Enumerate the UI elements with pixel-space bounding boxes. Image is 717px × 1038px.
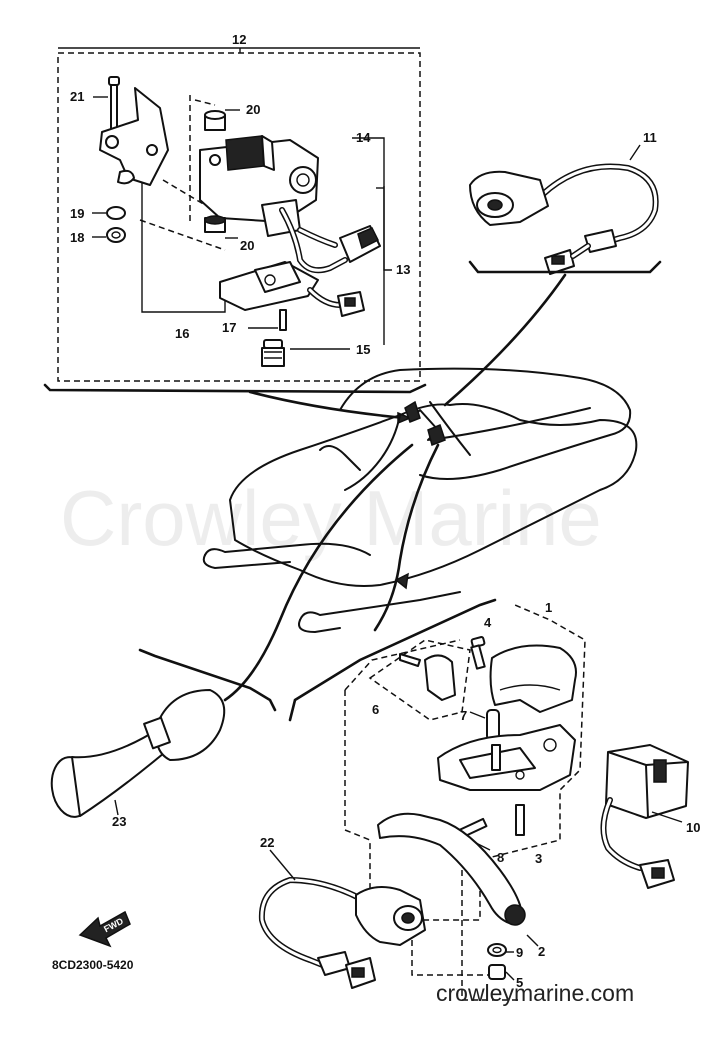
mount-bracket — [99, 87, 169, 186]
callout-17: 17 — [222, 320, 236, 335]
snowmobile — [202, 367, 638, 633]
callout-2: 2 — [538, 944, 545, 959]
nut-18 — [106, 227, 126, 243]
forward-arrow-icon: FWD — [78, 910, 131, 948]
switch-10 — [600, 744, 689, 889]
callout-15: 15 — [356, 342, 370, 357]
callout-12: 12 — [232, 32, 246, 47]
callout-8: 8 — [497, 850, 504, 865]
callout-14: 14 — [356, 130, 371, 145]
website-label: crowleymarine.com — [436, 980, 634, 1006]
callout-9: 9 — [516, 945, 523, 960]
washer-19 — [106, 206, 126, 220]
inset-switch-11 — [443, 144, 662, 407]
callout-4: 4 — [484, 615, 492, 630]
callout-13: 13 — [396, 262, 410, 277]
grommet-20-top — [204, 109, 240, 131]
throttle-lever-assembly — [344, 604, 586, 1001]
callout-20-bottom: 20 — [240, 238, 254, 253]
base-plate-16 — [219, 261, 319, 311]
diagram-code: 8CD2300-5420 — [52, 958, 134, 972]
watermark: Crowley Marine — [60, 474, 602, 562]
bolt-15 — [261, 339, 350, 367]
callout-7: 7 — [460, 708, 467, 723]
relay-14 — [199, 135, 319, 237]
grommet-20-bottom — [204, 215, 238, 239]
callout-labels: 12 21 20 14 11 19 18 20 13 16 17 15 1 4 … — [70, 32, 700, 990]
horn-23 — [50, 689, 226, 818]
connector-13 — [339, 225, 381, 263]
callout-3: 3 — [535, 851, 542, 866]
callout-21: 21 — [70, 89, 84, 104]
screw-17 — [248, 309, 287, 331]
leader-lever — [373, 443, 440, 632]
callout-11: 11 — [643, 130, 657, 145]
lever-group-bracket — [288, 598, 497, 722]
callout-6: 6 — [372, 702, 379, 717]
throttle-switch-22 — [258, 849, 426, 989]
callout-23: 23 — [112, 814, 126, 829]
callout-10: 10 — [686, 820, 700, 835]
callout-18: 18 — [70, 230, 84, 245]
connector-small — [337, 291, 365, 317]
inset-12-pointer-base — [43, 383, 427, 394]
callout-16: 16 — [175, 326, 189, 341]
leader-horn — [223, 443, 414, 702]
horn-group-bracket — [138, 648, 277, 712]
callout-20-top: 20 — [246, 102, 260, 117]
leader-to-machine — [248, 390, 407, 420]
inset-relay-assembly — [57, 47, 421, 382]
callout-5: 5 — [516, 975, 523, 990]
callout-1: 1 — [545, 600, 552, 615]
callout-19: 19 — [70, 206, 84, 221]
callout-22: 22 — [260, 835, 274, 850]
